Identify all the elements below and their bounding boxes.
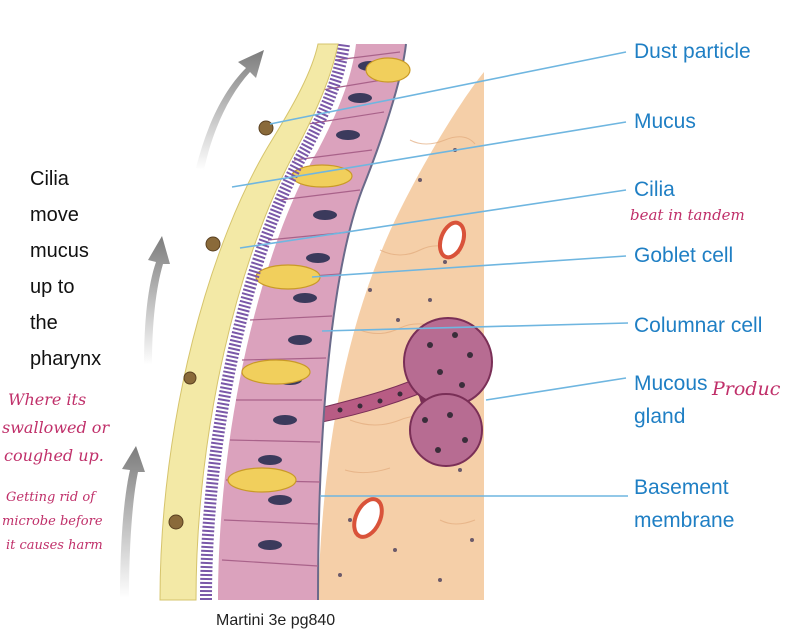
blood-vessel-lower	[352, 497, 384, 539]
up-arrow-icon	[144, 236, 170, 365]
side-caption-word: the	[30, 312, 58, 334]
label-columnar-cell: Columnar cell	[634, 314, 763, 337]
handwritten-left-note: it causes harm	[6, 538, 103, 553]
label-mucous-gland-line1: Mucous	[634, 372, 708, 395]
side-caption-word: move	[30, 204, 79, 226]
side-caption-word: pharynx	[30, 348, 102, 370]
mucus-layer	[159, 43, 339, 601]
goblet-cells	[227, 57, 411, 493]
mucous-gland	[319, 317, 493, 467]
up-arrow-icon	[120, 446, 145, 598]
label-basement-line2: membrane	[634, 509, 735, 532]
connective-tissue-dots	[338, 148, 474, 582]
leader-cilia	[239, 189, 627, 249]
source-credit: Martini 3e pg840	[216, 612, 336, 629]
handwritten-gland-note: Produc	[712, 378, 781, 400]
leader-lines	[231, 51, 629, 497]
up-arrow-icon	[196, 50, 264, 170]
label-cilia: Cilia	[634, 178, 675, 201]
blood-vessel-upper	[437, 220, 467, 260]
handwritten-left-note: swallowed or	[2, 418, 110, 437]
label-mucus: Mucus	[634, 110, 696, 133]
leader-mucous-gland	[485, 377, 627, 401]
side-caption-word: up to	[30, 276, 75, 298]
handwritten-left-note: coughed up.	[4, 446, 104, 465]
mucus-flow-arrows	[120, 50, 264, 598]
label-basement-line1: Basement	[634, 476, 729, 499]
dust-particles	[168, 120, 274, 530]
leader-goblet-cell	[311, 255, 627, 278]
handwritten-left-note: Getting rid of	[6, 490, 95, 505]
cilia-fringe	[200, 43, 350, 601]
side-caption-word: Cilia	[30, 168, 69, 190]
leader-dust-particle	[269, 51, 627, 125]
handwritten-cilia-note: beat in tandem	[630, 206, 745, 224]
label-dust-particle: Dust particle	[634, 40, 751, 63]
handwritten-left-note: Where its	[8, 390, 87, 409]
label-mucous-gland-line2: gland	[634, 405, 686, 428]
connective-tissue	[318, 72, 484, 600]
side-caption-word: mucus	[30, 240, 89, 262]
leader-mucus	[231, 121, 627, 188]
leader-columnar-cell	[321, 322, 629, 332]
handwritten-left-note: microbe before	[2, 514, 103, 529]
label-goblet-cell: Goblet cell	[634, 244, 734, 267]
